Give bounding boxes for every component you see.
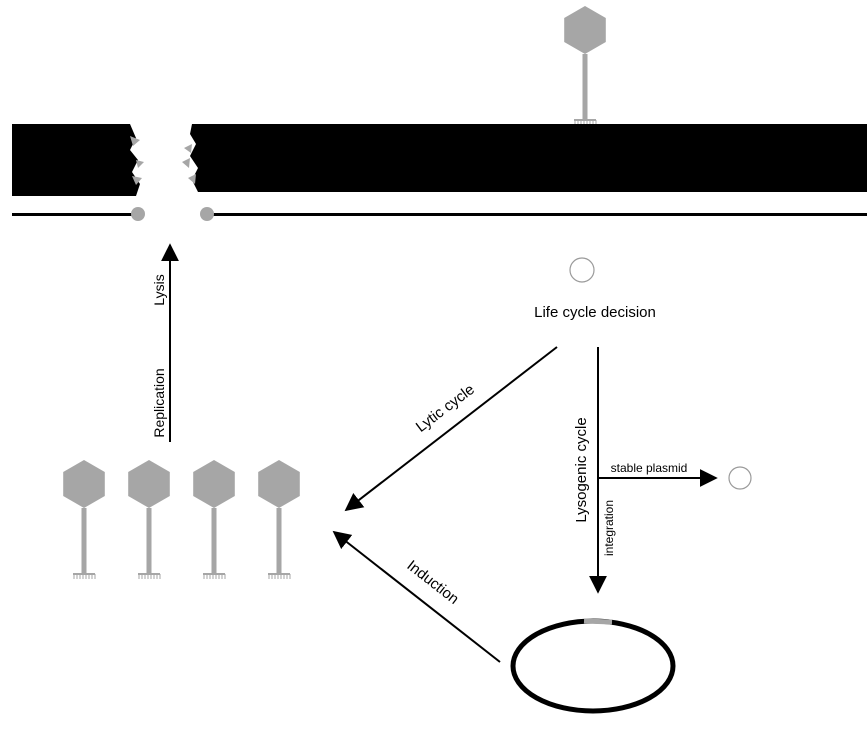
- life-cycle-decision-label: Life cycle decision: [534, 304, 656, 321]
- stable-plasmid-circle-icon: [728, 466, 752, 490]
- rupture-debris: [130, 136, 196, 185]
- progeny-phages: [62, 459, 301, 580]
- membrane-right-segment: [190, 124, 867, 192]
- lysis-label: Lysis: [151, 274, 167, 305]
- integration-label: integration: [602, 500, 616, 556]
- progeny-phage-icon: [192, 459, 236, 580]
- attached-phage-icon: [563, 5, 607, 126]
- lysogenic-cycle-label: Lysogenic cycle: [573, 417, 590, 522]
- replication-label: Replication: [151, 368, 167, 437]
- progeny-phage-icon: [127, 459, 171, 580]
- bacterial-membrane: [12, 124, 867, 221]
- inner-membrane-left: [12, 213, 137, 216]
- bacterial-chromosome-icon: [510, 618, 676, 714]
- phage-dna-circle-icon: [569, 257, 595, 283]
- membrane-pore-right: [200, 207, 214, 221]
- progeny-phage-icon: [62, 459, 106, 580]
- lytic-cycle-arrow: [344, 346, 558, 512]
- membrane-left-segment: [12, 124, 140, 196]
- inner-membrane-right: [207, 213, 867, 216]
- induction-arrow: [332, 530, 501, 663]
- membrane-pore-left: [131, 207, 145, 221]
- lytic-cycle-label: Lytic cycle: [413, 381, 478, 436]
- progeny-phage-icon: [257, 459, 301, 580]
- induction-label: Induction: [404, 557, 462, 608]
- stable-plasmid-label: stable plasmid: [611, 461, 688, 475]
- prophage-segment: [583, 618, 613, 625]
